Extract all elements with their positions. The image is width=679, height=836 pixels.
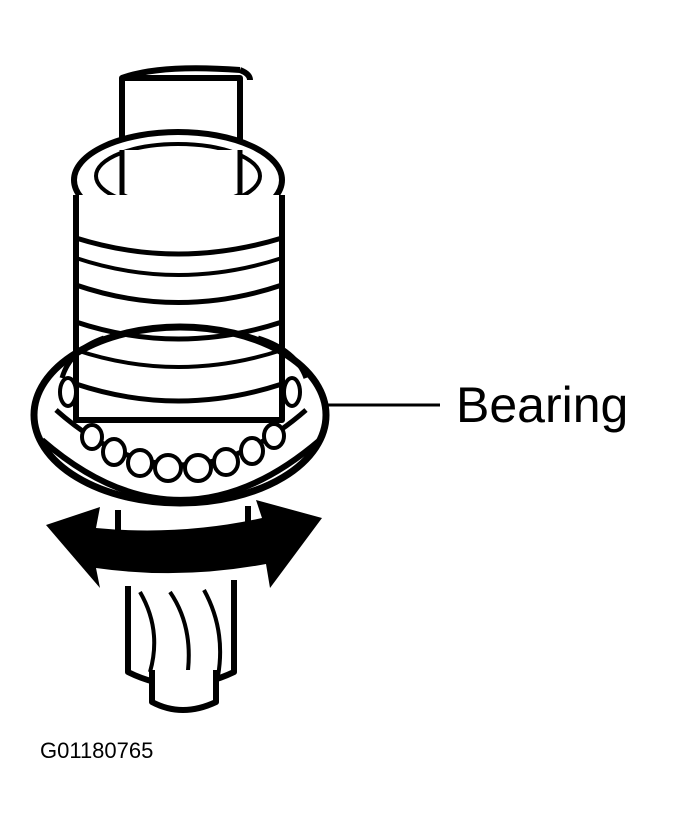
callout-label: Bearing (456, 377, 628, 433)
gear-housing (71, 129, 285, 423)
figure-id: G01180765 (40, 738, 153, 763)
rolling-elements (58, 376, 302, 483)
bearing (30, 323, 330, 507)
pinion-shaft (115, 506, 251, 713)
double-curved-arrow-icon (46, 500, 322, 588)
